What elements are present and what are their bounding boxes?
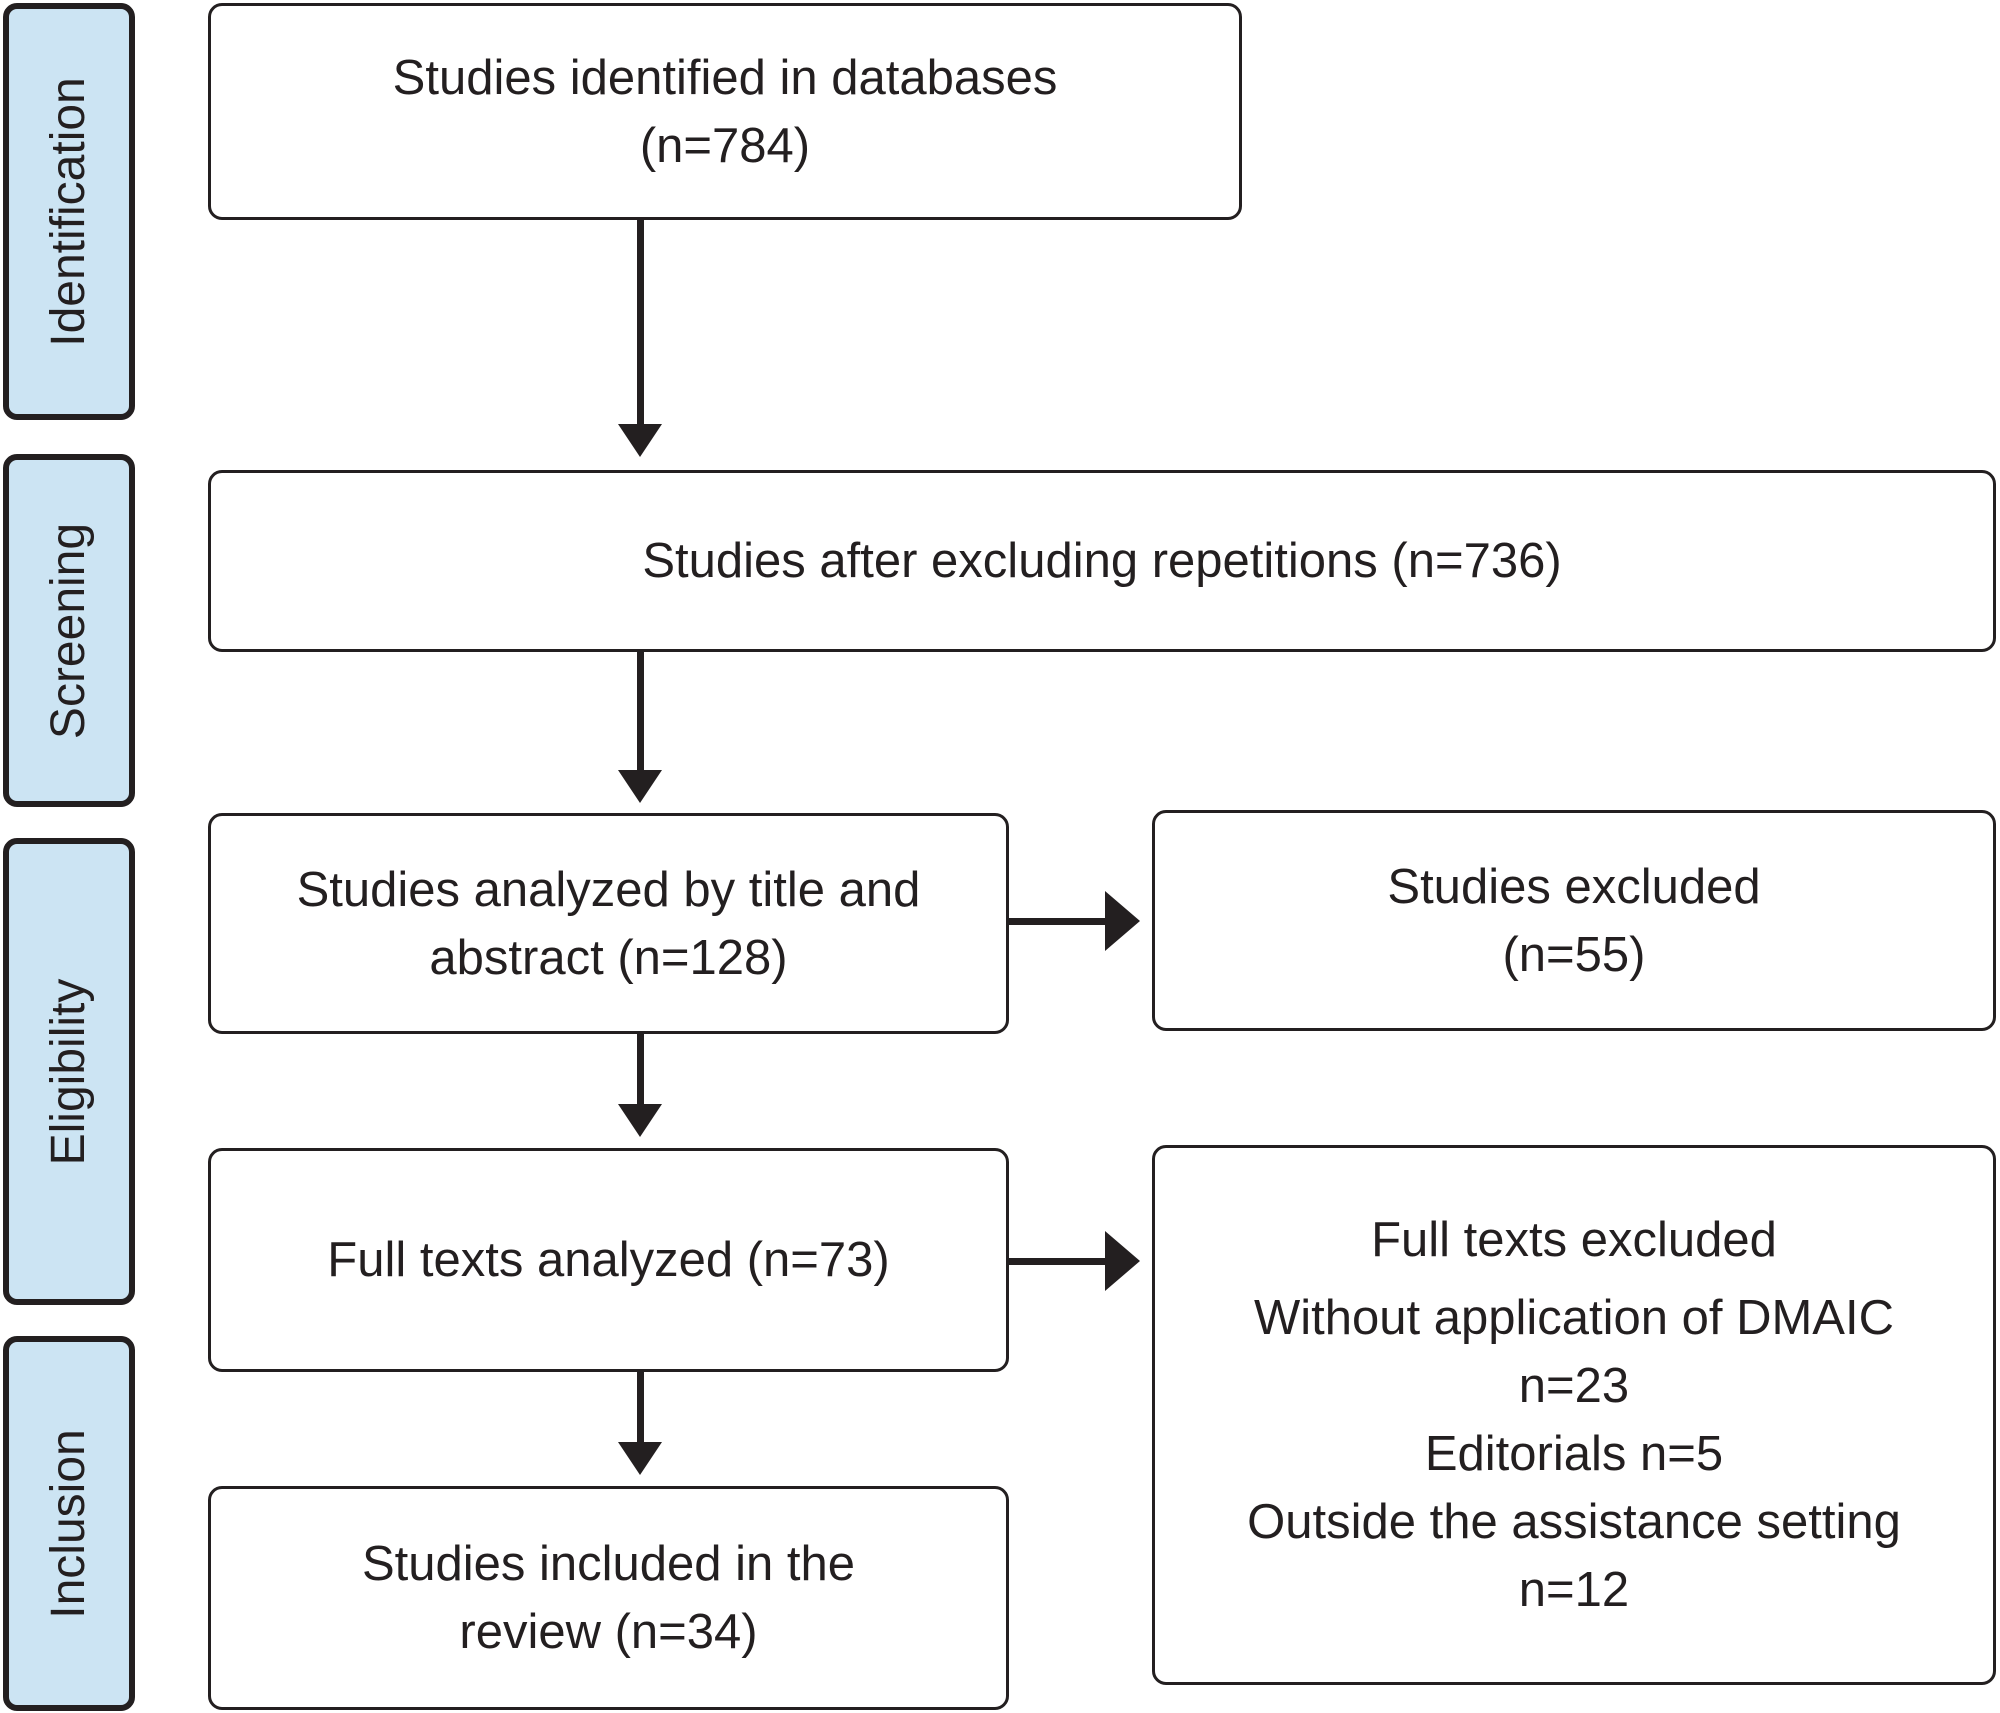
phase-eligibility-label: Eligibility xyxy=(42,978,95,1165)
box-full-texts-excluded: Full texts excluded Without application … xyxy=(1152,1145,1996,1685)
analyzed-title-abstract-line2: abstract (n=128) xyxy=(429,930,788,985)
connector-full-texts-to-excluded xyxy=(1009,1258,1119,1265)
studies-included-line1: Studies included in the xyxy=(361,1537,856,1591)
phase-eligibility: Eligibility xyxy=(3,838,135,1305)
phase-identification: Identification xyxy=(3,3,135,420)
phase-inclusion-label: Inclusion xyxy=(42,1428,95,1619)
reason-editorials: Editorials n=5 xyxy=(1424,1427,1724,1481)
phase-identification-label: Identification xyxy=(42,76,95,347)
arrowhead-identified-to-screening xyxy=(618,424,662,457)
reason-outside-setting: Outside the assistance setting xyxy=(1247,1495,1901,1549)
studies-included-line2: review (n=34) xyxy=(459,1605,758,1659)
after-repetitions-text: Studies after excluding repetitions (n=7… xyxy=(642,534,1562,588)
phase-screening-label: Screening xyxy=(42,522,95,739)
box-studies-excluded: Studies excluded (n=55) xyxy=(1152,810,1996,1031)
phase-screening: Screening xyxy=(3,454,135,807)
box-full-texts-analyzed: Full texts analyzed (n=73) xyxy=(208,1148,1009,1372)
arrowhead-screening-to-analyzed xyxy=(618,770,662,803)
arrowhead-analyzed-to-full-texts xyxy=(618,1104,662,1137)
box-studies-included: Studies included in the review (n=34) xyxy=(208,1486,1009,1710)
reason-outside-setting-count: n=12 xyxy=(1518,1563,1630,1617)
studies-identified-count: (n=784) xyxy=(639,118,811,173)
arrowhead-full-texts-to-excluded xyxy=(1105,1231,1140,1291)
studies-excluded-text: Studies excluded xyxy=(1387,859,1761,914)
full-texts-analyzed-text: Full texts analyzed (n=73) xyxy=(327,1233,890,1287)
arrowhead-analyzed-to-excluded xyxy=(1105,891,1140,951)
box-analyzed-title-abstract: Studies analyzed by title and abstract (… xyxy=(208,813,1009,1034)
connector-identified-to-screening xyxy=(637,220,644,425)
connector-screening-to-analyzed xyxy=(637,652,644,771)
studies-excluded-count: (n=55) xyxy=(1502,927,1646,982)
connector-full-texts-to-included xyxy=(637,1372,644,1444)
reason-without-dmaic: Without application of DMAIC xyxy=(1253,1291,1894,1345)
arrowhead-full-texts-to-included xyxy=(618,1442,662,1475)
phase-inclusion: Inclusion xyxy=(3,1336,135,1711)
connector-analyzed-to-excluded xyxy=(1009,918,1119,925)
box-studies-identified: Studies identified in databases (n=784) xyxy=(208,3,1242,220)
box-after-repetitions: Studies after excluding repetitions (n=7… xyxy=(208,470,1996,652)
reason-without-dmaic-count: n=23 xyxy=(1518,1359,1630,1413)
connector-analyzed-to-full-texts xyxy=(637,1034,644,1105)
analyzed-title-abstract-line1: Studies analyzed by title and xyxy=(296,862,921,917)
full-texts-excluded-title: Full texts excluded xyxy=(1371,1213,1777,1267)
studies-identified-text: Studies identified in databases xyxy=(392,50,1058,105)
